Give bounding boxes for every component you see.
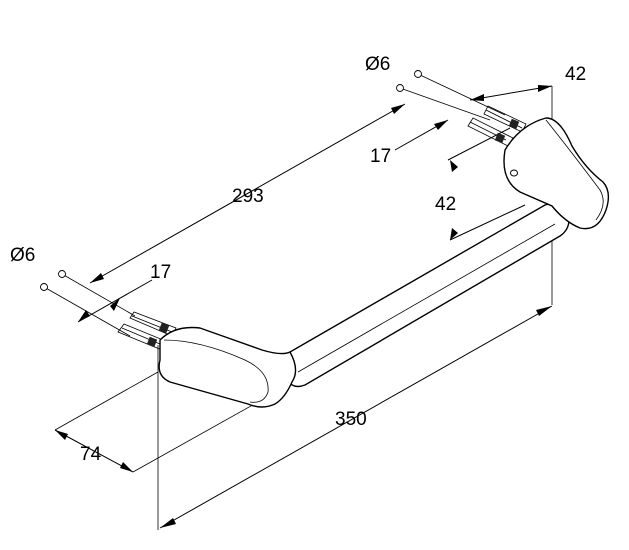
dim-line-17-left [77,279,153,323]
bar-highlight [297,223,556,373]
dim-line-350 [159,305,553,529]
arrow-74-right [120,462,133,472]
ext-line-right-upper [399,87,491,121]
arrow-17-right [434,120,448,130]
arrow-17-left-a [78,310,90,322]
dim-line-42-upper [447,127,511,161]
bar-tube [283,202,570,388]
towel-bar-part [117,105,610,408]
label-offset-top: 42 [565,64,586,85]
arrow-42-top-a [470,94,484,101]
label-depth-right: 17 [370,146,391,167]
arrow-350-left [160,518,176,528]
dim-line-293 [89,103,406,284]
arrowheads [55,85,552,528]
label-projection: 74 [80,444,102,465]
ext-line-74-b [132,401,259,473]
ext-line-left-upper [61,273,136,317]
label-overall-length: 350 [335,409,367,430]
arrow-293-left [90,273,104,283]
hole-right-upper-icon [414,70,422,78]
label-depth-left: 17 [150,262,171,283]
right-bracket-screw-icon [510,169,518,177]
arrow-42-upper [450,160,458,172]
right-bracket [503,117,610,230]
ext-line-right-lower [417,73,506,116]
label-diameter-right: Ø6 [365,54,390,75]
arrow-17-left-b [110,298,120,311]
hole-right-lower-icon [396,84,404,92]
arrow-350-right [536,306,552,316]
arrow-293-right [391,104,405,114]
dim-line-74 [54,429,134,473]
ext-line-74-a [54,371,159,431]
left-bracket [158,326,297,408]
drill-holes [40,70,422,291]
dim-line-42-side [449,204,526,241]
label-offset-side: 42 [435,194,456,215]
dimension-labels: Ø6 Ø6 17 17 293 42 42 74 350 [10,54,586,465]
hole-left-upper-icon [58,270,66,278]
label-diameter-left: Ø6 [10,245,35,266]
arrow-74-left [55,430,68,440]
right-anchors [467,105,527,147]
label-hole-spacing: 293 [232,186,264,207]
arrow-42-top-b [538,85,552,92]
left-bracket-edge [163,339,269,403]
right-bracket-edge [545,119,604,221]
arrow-42-side [450,228,458,240]
hole-left-lower-icon [40,283,48,291]
dimension-lines [43,73,553,530]
